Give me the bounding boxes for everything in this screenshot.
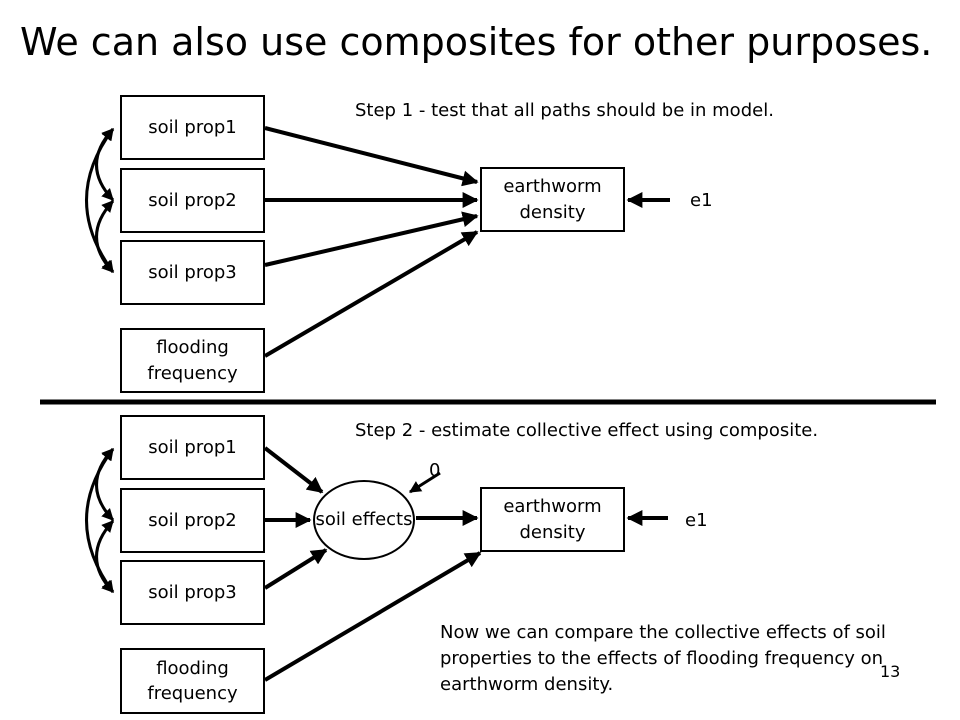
step2-composite-error-label: 0 [429,460,441,481]
step1-path-prop3 [264,211,479,267]
step2-caption: Step 2 - estimate collective effect usin… [355,420,819,441]
step2-correlation-12 [95,447,115,522]
step1-caption: Step 1 - test that all paths should be i… [355,100,774,121]
step1-box-soil-prop2: soil prop2 [120,168,265,233]
step1-path-prop1 [264,126,479,187]
step2-error-label: e1 [685,510,708,531]
step2-box-soil-prop1: soil prop1 [120,415,265,480]
step1-correlation-23 [95,199,115,274]
step2-composite-soil-effects: soil effects [313,480,415,560]
slide-title: We can also use composites for other pur… [20,20,933,64]
step1-correlation-12 [95,127,115,202]
page-number: 13 [880,662,901,681]
step1-correlation-13 [85,128,115,273]
step1-path-flooding [263,230,479,358]
step2-path-prop3-composite [263,548,328,590]
step2-box-soil-prop2: soil prop2 [120,488,265,553]
step1-error-label: e1 [690,190,713,211]
conclusion-note: Now we can compare the collective effect… [440,622,886,696]
step1-box-soil-prop3: soil prop3 [120,240,265,305]
step2-box-earthworm-density: earthworm density [480,487,625,552]
step2-correlation-13 [85,448,115,593]
step1-box-flooding-frequency: flooding frequency [120,328,265,393]
step2-path-prop1-composite [263,446,324,494]
step1-box-soil-prop1: soil prop1 [120,95,265,160]
step1-box-earthworm-density: earthworm density [480,167,625,232]
step2-box-flooding-frequency: flooding frequency [120,648,265,714]
step2-correlation-23 [95,519,115,594]
step2-box-soil-prop3: soil prop3 [120,560,265,625]
